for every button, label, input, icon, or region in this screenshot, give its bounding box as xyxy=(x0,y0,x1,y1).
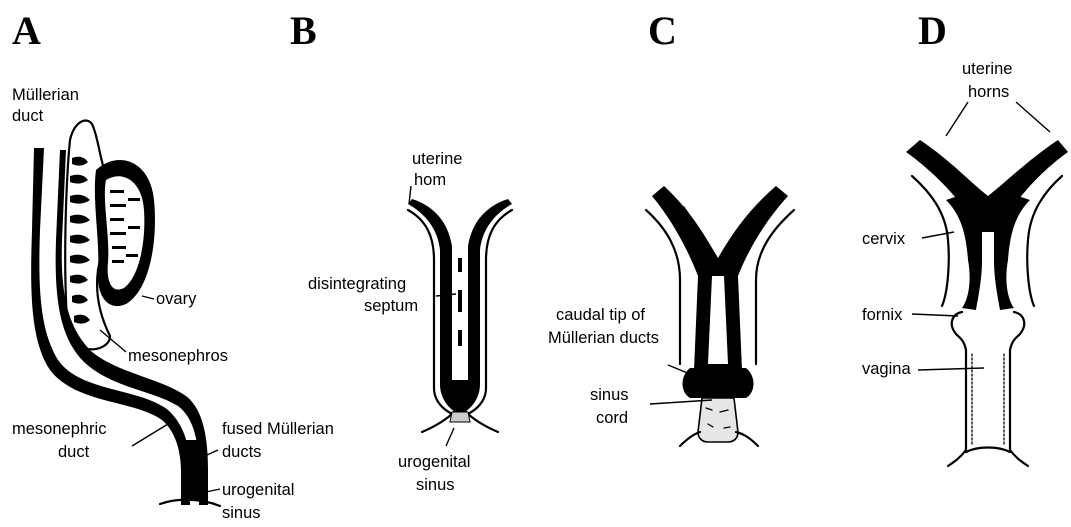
panel-d: D uterine horns cervix fornix vagina xyxy=(862,8,1068,466)
label-caudal-line1: caudal tip of xyxy=(556,306,645,324)
panel-b-letter: B xyxy=(290,8,317,53)
label-sinus-cord-line1: sinus xyxy=(590,386,629,404)
sinus-cord-c xyxy=(698,398,738,442)
label-fused-ducts-line2: ducts xyxy=(222,443,261,461)
septum-fragment xyxy=(458,258,462,272)
label-mullerian-duct-line2: duct xyxy=(12,107,44,125)
urogenital-leader-a xyxy=(206,489,220,492)
label-sinus-cord-line2: cord xyxy=(596,409,628,427)
sinus-tip-b xyxy=(450,412,470,422)
panel-a: A xyxy=(12,8,334,522)
cervix-leader xyxy=(922,232,954,238)
label-urogenital-line1-a: urogenital xyxy=(222,481,294,499)
septum-fragment xyxy=(458,290,462,312)
label-ovary: ovary xyxy=(156,290,197,308)
panel-c-letter: C xyxy=(648,8,677,53)
ovary-leader xyxy=(142,296,154,299)
urogenital-sinus-d xyxy=(966,448,1010,453)
label-fused-ducts-line1: fused Müllerian xyxy=(222,420,334,438)
uterine-horns-leader-right xyxy=(1016,102,1050,132)
septum-fragment xyxy=(458,330,462,346)
label-uterine-horns-line1: uterine xyxy=(962,60,1012,78)
label-mullerian-duct-line1: Müllerian xyxy=(12,86,79,104)
label-vagina: vagina xyxy=(862,360,911,378)
panel-c: C caudal tip of Müllerian ducts sinus co… xyxy=(548,8,794,446)
label-urogenital-line2-a: sinus xyxy=(222,504,261,522)
label-urogenital-line2-b: sinus xyxy=(416,476,455,494)
label-uterine-horn-line1: uterine xyxy=(412,150,462,168)
fornix-d xyxy=(952,312,1025,350)
label-caudal-line2: Müllerian ducts xyxy=(548,329,659,347)
label-urogenital-line1-b: urogenital xyxy=(398,453,470,471)
label-mesonephric-duct-line2: duct xyxy=(58,443,90,461)
septum-leader xyxy=(436,294,456,296)
label-mesonephric-duct-line1: mesonephric xyxy=(12,420,106,438)
uterine-horns-d xyxy=(906,140,1068,232)
label-fornix: fornix xyxy=(862,306,903,324)
urogenital-leader-b xyxy=(446,428,454,446)
label-septum-line1: disintegrating xyxy=(308,275,406,293)
label-septum-line2: septum xyxy=(364,297,418,315)
caudal-tip-c xyxy=(683,368,754,398)
label-cervix: cervix xyxy=(862,230,906,248)
panel-d-letter: D xyxy=(918,8,947,53)
vagina-leader xyxy=(918,368,984,370)
mesonephric-duct-leader xyxy=(132,424,168,446)
mesonephric-tubules xyxy=(70,157,90,324)
label-uterine-horns-line2: horns xyxy=(968,83,1009,101)
label-mesonephros: mesonephros xyxy=(128,347,228,365)
caudal-tip-leader xyxy=(668,365,690,374)
uterine-horns-leader-left xyxy=(946,102,968,136)
panel-a-letter: A xyxy=(12,8,41,53)
mesonephros-leader xyxy=(100,330,126,352)
fornix-leader xyxy=(912,314,958,316)
label-uterine-horn-line2: hom xyxy=(414,171,446,189)
